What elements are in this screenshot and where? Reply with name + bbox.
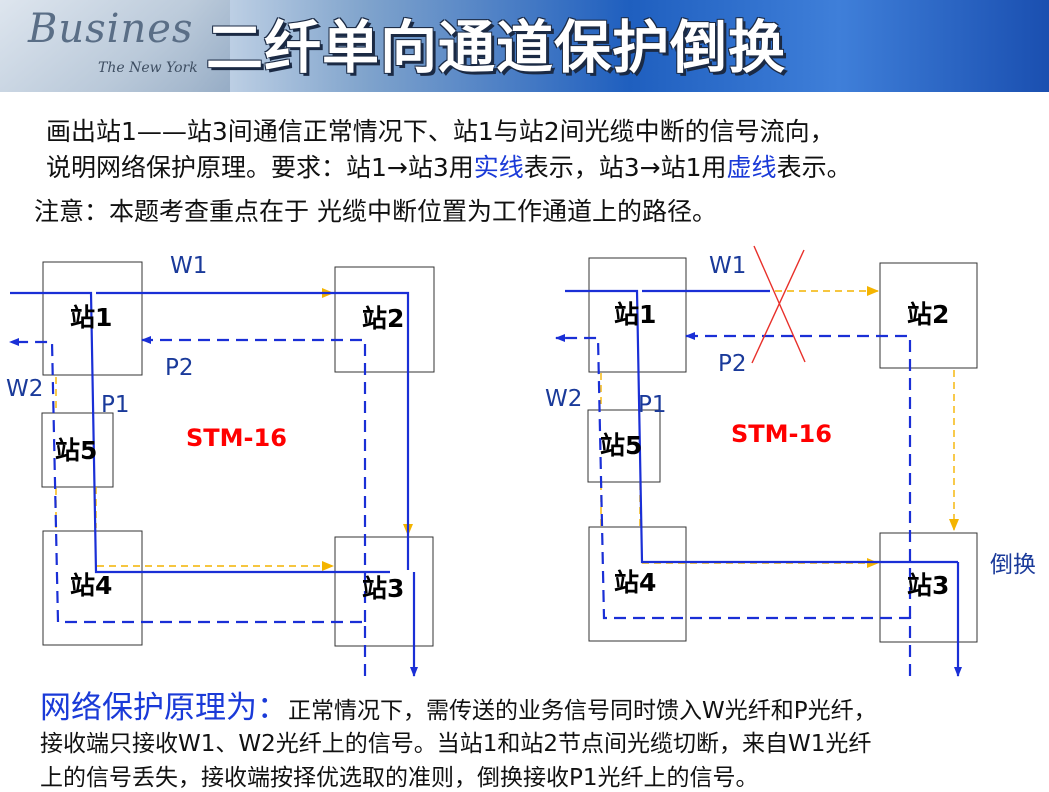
right-station-2-box: [879, 262, 978, 369]
intro-line-1: 画出站1——站3间通信正常情况下、站1与站2间光缆中断的信号流向，: [46, 117, 835, 146]
right-p1-label: P1: [638, 392, 667, 418]
intro-line-2c: 表示。: [776, 153, 852, 182]
solid-line-term: 实线: [473, 153, 524, 182]
left-w1-outer: [96, 291, 410, 570]
right-p2-label: P2: [718, 351, 747, 377]
right-stm16-label: STM-16: [731, 420, 832, 448]
right-station-3-box: [879, 532, 978, 643]
intro-line-2: 说明网络保护原理。要求：站1→站3用实线表示，站3→站1用虚线表示。: [46, 148, 852, 184]
principle-heading: 网络保护原理为：: [40, 690, 288, 726]
right-ring-diagram: 站1 站2 站3 站4 站5 W1 W2 P1 P2 STM-16 倒换: [545, 245, 1036, 677]
intro-line-2a: 说明网络保护原理。要求：站1→站3用: [46, 153, 474, 182]
business-logo-text: Busines: [28, 6, 194, 52]
left-stm16-label: STM-16: [186, 424, 287, 452]
cable-cut-mark: [751, 245, 806, 364]
page-title: 二纤单向通道保护倒换: [206, 15, 786, 81]
newspaper-background: [0, 0, 230, 92]
principle-line-2: 接收端只接收W1、W2光纤上的信号。当站1和站2节点间光缆切断，来自W1光纤: [40, 731, 872, 757]
switch-label: 倒换: [990, 552, 1036, 578]
left-p2-label: P2: [165, 355, 194, 381]
left-w2-path: [9, 338, 367, 676]
right-station-5-box: [587, 409, 661, 483]
left-station-5-label: 站5: [55, 436, 97, 465]
principle-text-1: 正常情况下，需传送的业务信号同时馈入W光纤和P光纤，: [288, 698, 877, 724]
left-w1-label: W1: [170, 253, 207, 279]
left-p2-path: [141, 336, 367, 622]
right-station-4-label: 站4: [614, 568, 656, 597]
right-station-5-label: 站5: [600, 431, 642, 460]
left-w2-label: W2: [6, 376, 43, 402]
right-w2-label: W2: [545, 386, 582, 412]
left-p1-label: P1: [101, 392, 130, 418]
right-w1-path: [565, 289, 900, 564]
left-station-3-label: 站3: [362, 574, 404, 603]
left-station-1-label: 站1: [70, 303, 112, 332]
left-station-2-box: [334, 266, 435, 373]
principle-line-3: 上的信号丢失，接收端按择优选取的准则，倒换接收P1光纤上的信号。: [40, 765, 759, 791]
newspaper-logo-text: The New York: [98, 60, 198, 76]
principle-line-1: 网络保护原理为：正常情况下，需传送的业务信号同时馈入W光纤和P光纤，: [40, 682, 877, 727]
header-banner: Busines The New York 二纤单向通道保护倒换: [0, 0, 1049, 92]
right-w1-label: W1: [709, 253, 746, 279]
right-station-4-box: [588, 526, 687, 642]
left-station-3-box: [334, 536, 434, 647]
left-station-4-box: [42, 530, 143, 646]
right-station-3-label: 站3: [907, 571, 949, 600]
note-line: 注意：本题考查重点在于 光缆中断位置为工作通道上的路径。: [34, 197, 717, 226]
left-station-2-label: 站2: [362, 304, 404, 333]
right-p2-path: [685, 332, 912, 618]
right-station-2-label: 站2: [907, 300, 949, 329]
left-station-5-box: [41, 412, 114, 488]
left-w1-path: [10, 291, 390, 574]
left-station-4-label: 站4: [70, 571, 112, 600]
right-w2-path: [555, 334, 912, 676]
dashed-line-term: 虚线: [726, 153, 777, 182]
right-station-1-label: 站1: [614, 300, 656, 329]
left-ring-diagram: 站1 站2 站3 站4 站5 W1 W2 P1 P2 STM-16: [6, 253, 435, 677]
intro-line-2b: 表示，站3→站1用: [523, 153, 727, 182]
